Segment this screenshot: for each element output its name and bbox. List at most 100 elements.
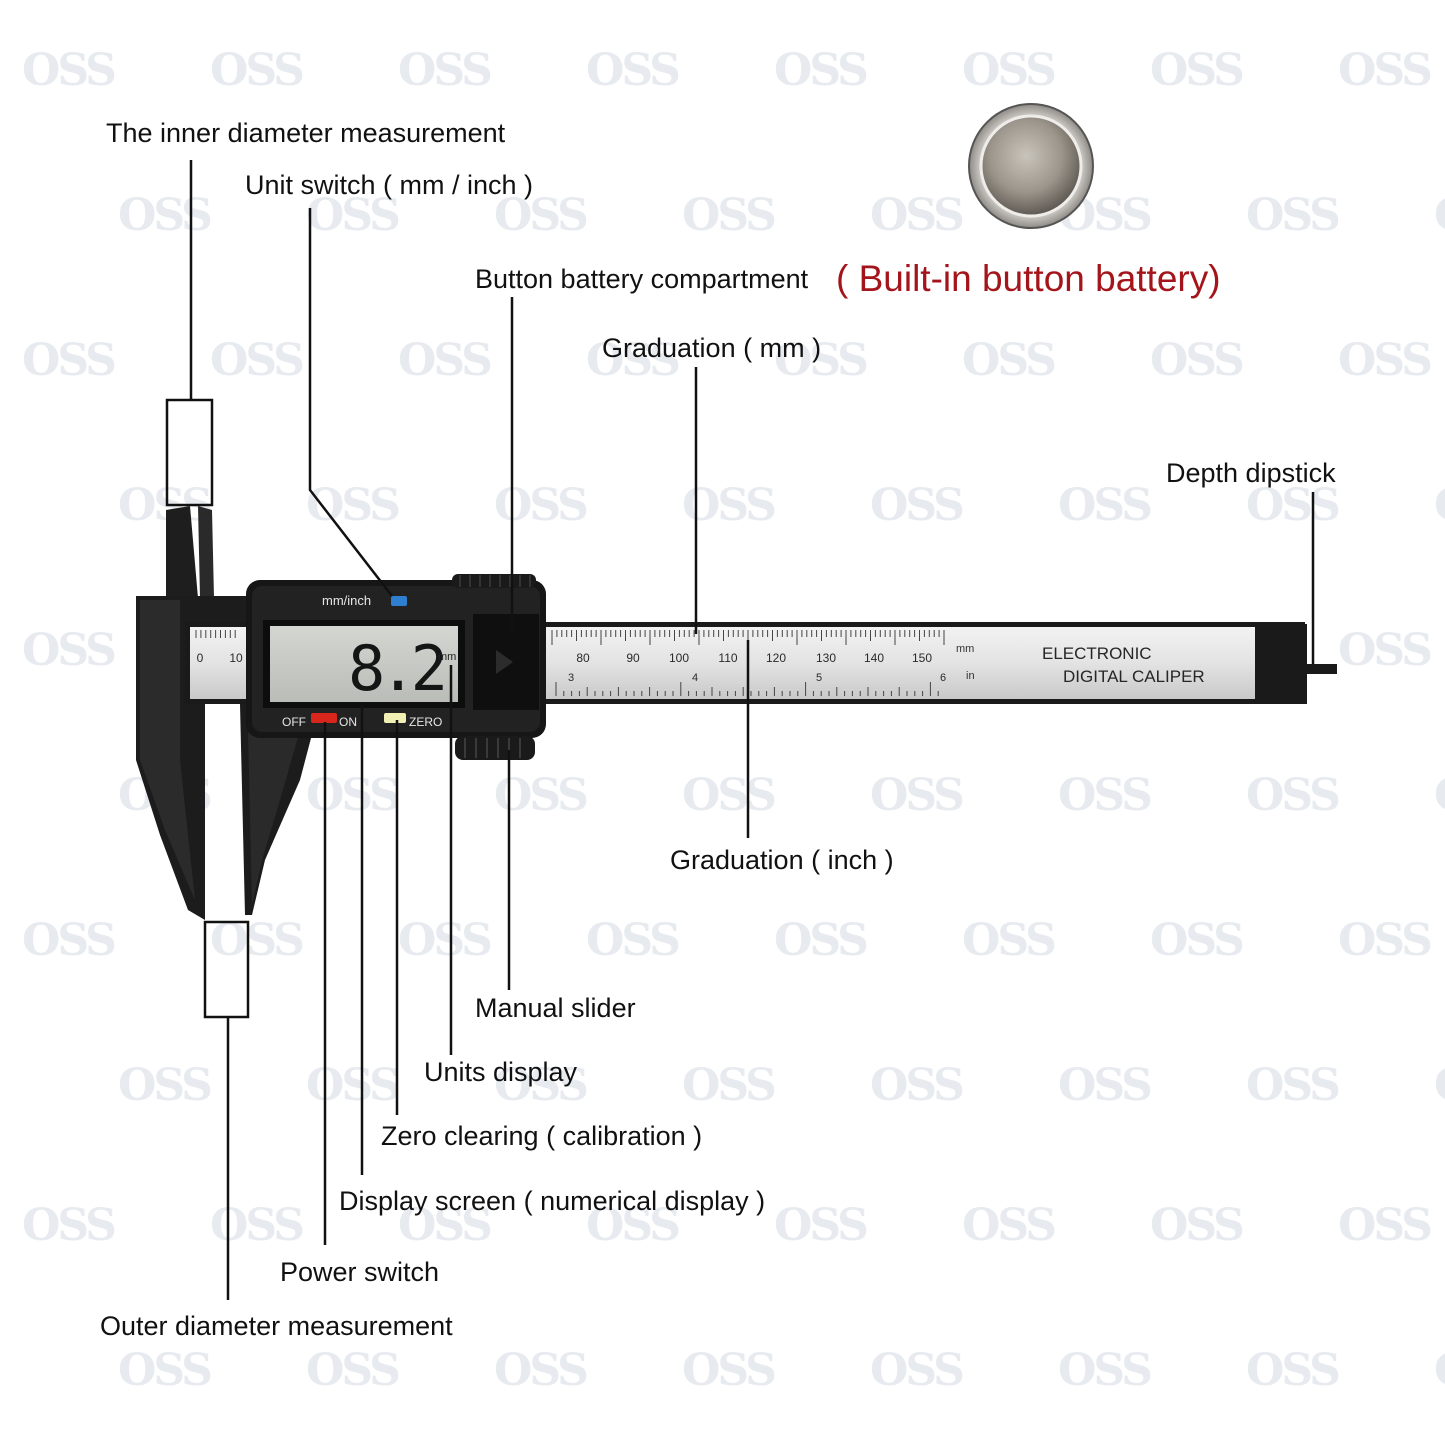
inch-tick-label: 5 <box>816 672 822 684</box>
label-builtin-battery: ( Built-in button battery) <box>836 258 1221 299</box>
watermark-text: OSS <box>398 335 493 386</box>
mm-tick-label: 130 <box>816 651 836 665</box>
inner-jaw-callout-box <box>165 398 214 507</box>
watermark-text: OSS <box>962 1200 1057 1251</box>
zero-label: ZERO <box>409 715 442 729</box>
label-outer-diameter: Outer diameter measurement <box>100 1311 453 1341</box>
watermark-text: OSS <box>22 915 117 966</box>
moving-jaw <box>240 704 320 915</box>
mode-button[interactable] <box>391 596 407 606</box>
watermark-text: OSS <box>494 1345 589 1396</box>
watermark-text: OSS <box>1058 770 1153 821</box>
outer-jaw-callout-box <box>203 920 250 1019</box>
watermark-text: OSS <box>1150 45 1245 96</box>
watermark-text: OSS <box>1246 190 1341 241</box>
watermark-text: OSS <box>682 770 777 821</box>
watermark-text: OSS <box>118 1060 213 1111</box>
watermark-text: OSS <box>398 45 493 96</box>
lcd-screen <box>270 626 458 702</box>
watermark-text: OSS <box>1338 45 1433 96</box>
thumb-wheel[interactable] <box>455 736 535 760</box>
beam-text-electronic: ELECTRONIC <box>1042 644 1152 663</box>
watermark-text: OSS <box>586 915 681 966</box>
watermark-text: OSS <box>1058 480 1153 531</box>
watermark-text: OSS <box>1434 190 1445 241</box>
on-label: ON <box>339 715 357 729</box>
leader-lines <box>189 160 1315 1300</box>
mm-tick-label: 90 <box>626 651 640 665</box>
inch-tick-label: 3 <box>568 672 574 684</box>
watermark-text: OSS <box>962 335 1057 386</box>
depth-rod <box>1300 664 1337 674</box>
label-inner-diameter: The inner diameter measurement <box>106 118 506 148</box>
watermark-text: OSS <box>494 190 589 241</box>
inner-jaws <box>166 506 214 598</box>
watermark-text: OSS <box>210 45 305 96</box>
watermark-text: OSS <box>870 1345 965 1396</box>
fixed-jaw <box>136 596 248 920</box>
label-units-display: Units display <box>424 1057 578 1087</box>
watermark-text: OSS <box>1058 1060 1153 1111</box>
watermark-text: OSS <box>494 480 589 531</box>
beam-text-digital-caliper: DIGITAL CALIPER <box>1063 667 1205 686</box>
inch-tick-label: 4 <box>692 672 698 684</box>
watermark-text: OSS <box>22 625 117 676</box>
watermark-text: OSS <box>586 45 681 96</box>
inch-tick-labels: 3 4 5 6 <box>568 672 946 684</box>
mm-tick-label: 150 <box>912 651 932 665</box>
watermark-text: OSS <box>774 915 869 966</box>
play-arrow-icon <box>496 650 513 674</box>
label-battery-compartment: Button battery compartment <box>475 264 809 294</box>
label-graduation-inch: Graduation ( inch ) <box>670 845 894 875</box>
mm-tick-label: 80 <box>576 651 590 665</box>
label-manual-slider: Manual slider <box>475 993 636 1023</box>
lcd-readout: 8.2 <box>348 632 444 705</box>
watermark-text: OSS <box>1246 480 1341 531</box>
watermark-text: OSS <box>1058 1345 1153 1396</box>
watermark-text: OSS <box>1338 335 1433 386</box>
mm-tick-label: 10 <box>229 651 243 665</box>
watermark-text: OSS <box>494 1060 589 1111</box>
watermark-text: OSS <box>210 915 305 966</box>
label-depth-dipstick: Depth dipstick <box>1166 458 1336 488</box>
watermark-text: OSS <box>306 1345 401 1396</box>
watermark-text: OSS <box>306 770 401 821</box>
watermark-text: OSS <box>682 1060 777 1111</box>
label-zero-clearing: Zero clearing ( calibration ) <box>381 1121 703 1151</box>
watermark-text: OSS <box>586 335 681 386</box>
watermark-text: OSS <box>870 1060 965 1111</box>
watermark-text: OSS <box>1434 770 1445 821</box>
watermark-text: OSS <box>870 770 965 821</box>
zero-button[interactable] <box>384 713 406 723</box>
lcd-unit: mm <box>438 651 456 663</box>
watermark-text: OSS <box>586 1200 681 1251</box>
watermark-text: OSS <box>682 190 777 241</box>
mode-button-label: mm/inch <box>322 593 371 608</box>
watermark-text: OSS <box>1150 335 1245 386</box>
label-power-switch: Power switch <box>280 1257 440 1287</box>
mm-tick-label: 140 <box>864 651 884 665</box>
watermark-text: OSS <box>774 1200 869 1251</box>
power-switch[interactable] <box>311 713 337 723</box>
watermark-text: OSS <box>962 915 1057 966</box>
watermark-text: OSS <box>682 480 777 531</box>
leader-unit-switch <box>308 208 393 597</box>
watermark-text: OSS <box>1434 1345 1445 1396</box>
watermark-text: OSS <box>962 45 1057 96</box>
mm-tick-label: 100 <box>669 651 689 665</box>
watermark-text: OSS <box>1338 1200 1433 1251</box>
watermark-text: OSS <box>118 190 213 241</box>
in-unit-label: in <box>966 670 975 682</box>
watermark-text: OSS <box>22 335 117 386</box>
label-unit-switch: Unit switch ( mm / inch ) <box>245 170 534 200</box>
off-label: OFF <box>282 715 306 729</box>
watermark-text: OSS <box>1150 915 1245 966</box>
inch-tick-label: 6 <box>940 672 946 684</box>
display-head <box>246 574 546 760</box>
inch-scale-ticks <box>555 682 939 696</box>
mm-unit-label: mm <box>956 643 974 655</box>
watermark-text: OSS <box>22 1200 117 1251</box>
